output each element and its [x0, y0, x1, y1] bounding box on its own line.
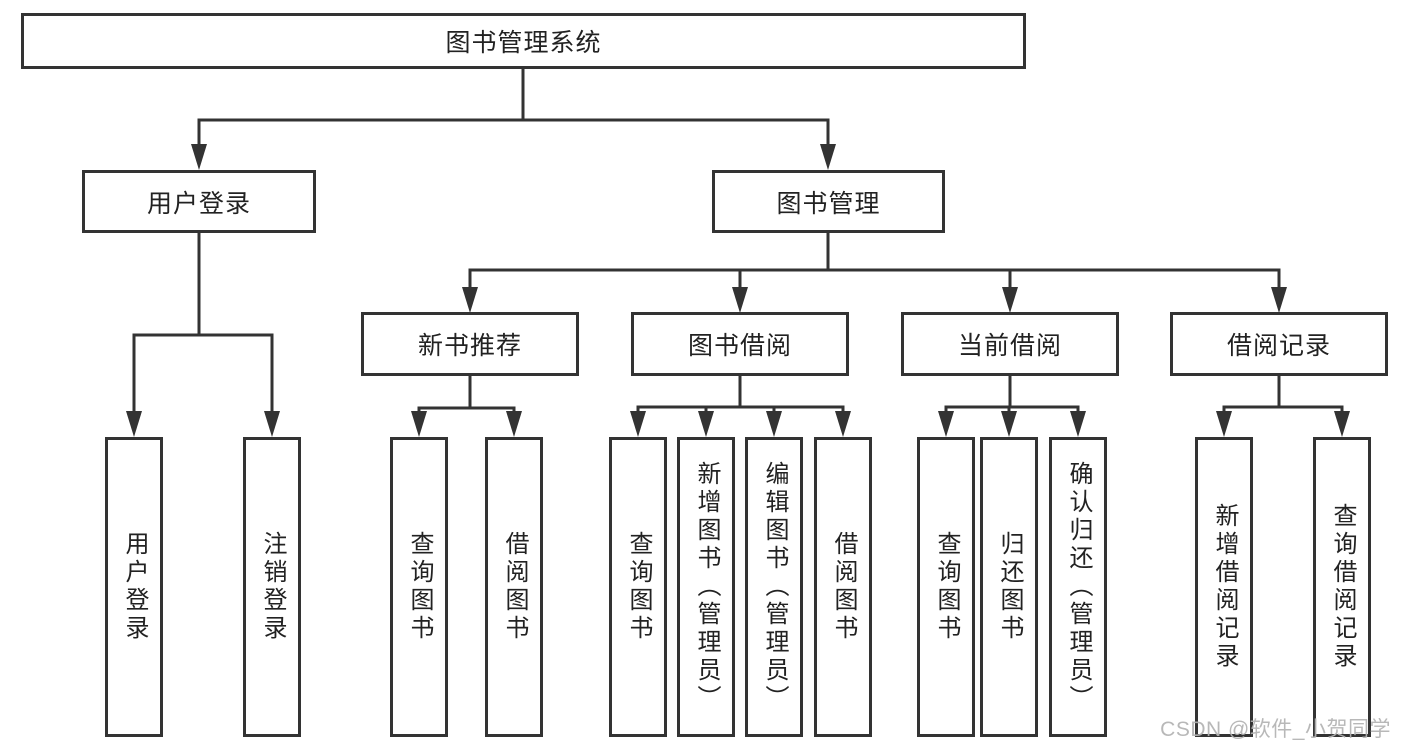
leaf-current-confirm-return-admin-label: 确认归还（管理员）	[1065, 461, 1092, 713]
leaf-current-query-books: 查询图书	[917, 437, 975, 737]
leaf-current-return-books: 归还图书	[980, 437, 1038, 737]
node-current-borrowing-label: 当前借阅	[957, 332, 1062, 360]
connector-book-mgmt-to-level3	[462, 231, 1287, 313]
leaf-newbooks-query-books: 查询图书	[390, 437, 448, 737]
leaf-borrowing-add-books-admin: 新增图书（管理员）	[677, 437, 735, 737]
node-book-management-label: 图书管理	[776, 189, 881, 218]
connector-new-books-to-leaves	[411, 374, 522, 437]
leaf-borrowing-edit-books-admin: 编辑图书（管理员）	[745, 437, 803, 737]
connector-root-to-level2	[191, 66, 836, 170]
connector-borrow-records-to-leaves	[1216, 374, 1350, 437]
leaf-records-query-record: 查询借阅记录	[1313, 437, 1371, 737]
leaf-logout: 注销登录	[243, 437, 301, 737]
connector-user-login-to-leaves	[126, 231, 280, 437]
leaf-borrowing-borrow-books: 借阅图书	[814, 437, 872, 737]
node-user-login: 用户登录	[82, 170, 316, 233]
leaf-borrowing-borrow-books-label: 借阅图书	[830, 531, 857, 643]
leaf-newbooks-borrow-books: 借阅图书	[485, 437, 543, 737]
leaf-newbooks-query-books-label: 查询图书	[406, 531, 433, 643]
node-new-book-recommend: 新书推荐	[361, 312, 579, 376]
leaf-borrowing-query-books-label: 查询图书	[625, 531, 652, 643]
leaf-records-add-record: 新增借阅记录	[1195, 437, 1253, 737]
leaf-user-login: 用户登录	[105, 437, 163, 737]
leaf-borrowing-query-books: 查询图书	[609, 437, 667, 737]
leaf-current-return-books-label: 归还图书	[996, 531, 1023, 643]
node-book-management: 图书管理	[712, 170, 945, 233]
node-borrowing-records-label: 借阅记录	[1226, 332, 1331, 360]
leaf-current-confirm-return-admin: 确认归还（管理员）	[1049, 437, 1107, 737]
node-book-borrowing-label: 图书借阅	[687, 332, 792, 360]
node-current-borrowing: 当前借阅	[901, 312, 1119, 376]
connector-current-borrow-to-leaves	[938, 374, 1086, 437]
leaf-borrowing-add-books-admin-label: 新增图书（管理员）	[693, 461, 720, 713]
node-root-system: 图书管理系统	[21, 13, 1026, 69]
leaf-records-add-record-label: 新增借阅记录	[1211, 503, 1238, 671]
leaf-borrowing-edit-books-admin-label: 编辑图书（管理员）	[761, 461, 788, 713]
node-borrowing-records: 借阅记录	[1170, 312, 1388, 376]
node-user-login-label: 用户登录	[146, 189, 251, 218]
node-root-system-label: 图书管理系统	[445, 29, 602, 57]
leaf-records-query-record-label: 查询借阅记录	[1329, 503, 1356, 671]
leaf-user-login-label: 用户登录	[121, 531, 148, 643]
csdn-watermark: CSDN @软件_小贺同学	[1160, 718, 1391, 741]
node-new-book-recommend-label: 新书推荐	[417, 332, 522, 360]
leaf-logout-label: 注销登录	[259, 531, 286, 643]
connector-book-borrow-to-leaves	[630, 374, 851, 437]
leaf-newbooks-borrow-books-label: 借阅图书	[501, 531, 528, 643]
node-book-borrowing: 图书借阅	[631, 312, 849, 376]
leaf-current-query-books-label: 查询图书	[933, 531, 960, 643]
